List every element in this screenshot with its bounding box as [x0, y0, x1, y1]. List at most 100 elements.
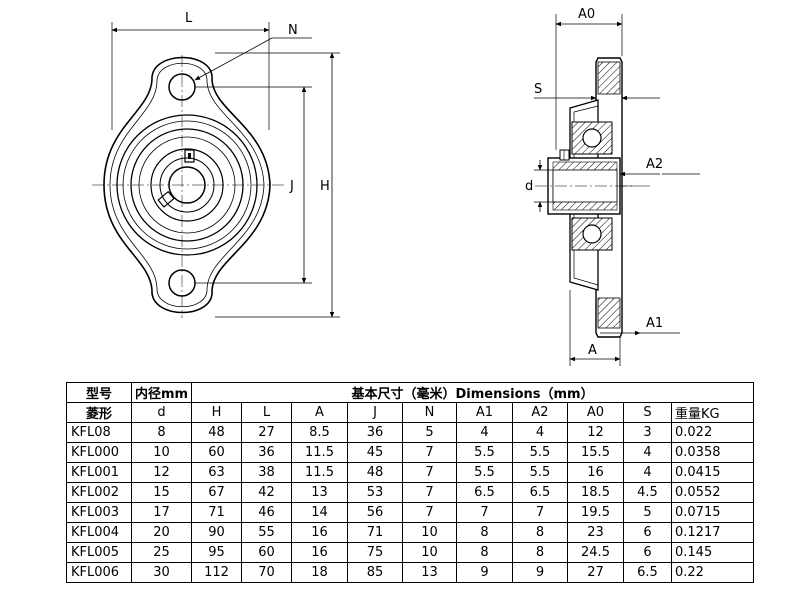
- table-row: KFL08 8 48 27 8.5 36 5 4 4 12 3 0.022: [66, 422, 755, 443]
- technical-drawing: L N J H: [92, 7, 700, 366]
- table-cell: 0.22: [670, 562, 755, 583]
- dim-label-H: H: [320, 179, 330, 194]
- dim-label-A: A: [588, 343, 597, 358]
- table-cell: 30: [131, 562, 192, 583]
- table-cell: 8: [131, 422, 192, 443]
- table-cell: KFL000: [66, 442, 132, 463]
- table-cell: 12: [567, 422, 624, 443]
- table-cell: 13: [402, 562, 457, 583]
- table-cell: 4.5: [623, 482, 672, 503]
- flange-inner-outline: [109, 63, 265, 307]
- header-cell: J: [347, 402, 403, 423]
- table-cell: 15.5: [567, 442, 624, 463]
- table-cell: 10: [402, 522, 457, 543]
- table-cell: 55: [241, 522, 292, 543]
- table-cell: 25: [131, 542, 192, 563]
- table-cell: 12: [131, 462, 192, 483]
- table-cell: 7: [512, 502, 568, 523]
- dim-label-N: N: [288, 23, 298, 38]
- table-cell: 8: [456, 522, 513, 543]
- table-cell: 36: [347, 422, 403, 443]
- table-row: KFL000 10 60 36 11.5 45 7 5.5 5.5 15.5 4…: [66, 442, 755, 463]
- table-cell: 7: [402, 502, 457, 523]
- dim-label-A0: A0: [578, 7, 595, 22]
- table-cell: 60: [191, 442, 242, 463]
- table-cell: 7: [402, 442, 457, 463]
- table-cell: 18.5: [567, 482, 624, 503]
- table-cell: 19.5: [567, 502, 624, 523]
- dim-label-d: d: [525, 179, 533, 194]
- table-cell: 6.5: [512, 482, 568, 503]
- table-cell: 10: [131, 442, 192, 463]
- table-cell: 67: [191, 482, 242, 503]
- header-cell: N: [402, 402, 457, 423]
- table-cell: 48: [347, 462, 403, 483]
- table-row: KFL004 20 90 55 16 71 10 8 8 23 6 0.1217: [66, 522, 755, 543]
- front-view: [92, 22, 340, 318]
- table-cell: 4: [623, 462, 672, 483]
- table-cell: 5: [623, 502, 672, 523]
- table-cell: 17: [131, 502, 192, 523]
- table-cell: 48: [191, 422, 242, 443]
- table-cell: 85: [347, 562, 403, 583]
- dim-label-J: J: [289, 179, 294, 194]
- table-cell: 53: [347, 482, 403, 503]
- table-cell: 11.5: [291, 462, 348, 483]
- table-cell: 14: [291, 502, 348, 523]
- table-cell: 0.145: [670, 542, 755, 563]
- table-cell: 38: [241, 462, 292, 483]
- header-cell: L: [241, 402, 292, 423]
- dim-label-A2: A2: [646, 157, 663, 172]
- table-cell: 0.0715: [670, 502, 755, 523]
- header-cell: 重量KG: [670, 402, 755, 423]
- table-cell: 0.0552: [670, 482, 755, 503]
- table-cell: 8: [512, 522, 568, 543]
- table-cell: 9: [512, 562, 568, 583]
- table-cell: 56: [347, 502, 403, 523]
- table-cell: 0.0358: [670, 442, 755, 463]
- table-cell: KFL003: [66, 502, 132, 523]
- table-cell: 23: [567, 522, 624, 543]
- table-cell: 90: [191, 522, 242, 543]
- table-row: KFL006 30 112 70 18 85 13 9 9 27 6.5 0.2…: [66, 562, 755, 583]
- table-cell: 75: [347, 542, 403, 563]
- table-cell: 70: [241, 562, 292, 583]
- dim-label-L: L: [185, 11, 193, 26]
- table-cell: 11.5: [291, 442, 348, 463]
- flange-outline: [103, 56, 271, 314]
- dimensions-table: 型号 内径mm 基本尺寸（毫米）Dimensions（mm） 菱形 d H L …: [66, 382, 755, 583]
- header-cell: A: [291, 402, 348, 423]
- table-cell: 8: [512, 542, 568, 563]
- table-cell: 71: [347, 522, 403, 543]
- table-cell: 4: [512, 422, 568, 443]
- header-cell: A1: [456, 402, 513, 423]
- table-cell: 3: [623, 422, 672, 443]
- header-cell: 菱形: [66, 402, 132, 423]
- table-cell: 13: [291, 482, 348, 503]
- header-model: 型号: [66, 382, 132, 403]
- table-cell: 112: [191, 562, 242, 583]
- table-cell: 7: [456, 502, 513, 523]
- table-cell: KFL004: [66, 522, 132, 543]
- table-cell: 15: [131, 482, 192, 503]
- table-cell: 7: [402, 482, 457, 503]
- table-cell: KFL005: [66, 542, 132, 563]
- table-cell: 6: [623, 542, 672, 563]
- table-cell: 16: [291, 522, 348, 543]
- header-dimensions: 基本尺寸（毫米）Dimensions（mm）: [190, 382, 755, 403]
- table-cell: 8: [456, 542, 513, 563]
- table-cell: 5.5: [512, 462, 568, 483]
- dim-label-A1: A1: [646, 316, 663, 331]
- table-header-row-1: 型号 内径mm 基本尺寸（毫米）Dimensions（mm）: [66, 382, 755, 403]
- table-cell: 0.022: [670, 422, 755, 443]
- table-cell: 4: [623, 442, 672, 463]
- header-inner-diameter: 内径mm: [131, 382, 192, 403]
- table-cell: 5.5: [512, 442, 568, 463]
- table-cell: 20: [131, 522, 192, 543]
- table-cell: 46: [241, 502, 292, 523]
- table-cell: 95: [191, 542, 242, 563]
- table-cell: 60: [241, 542, 292, 563]
- table-cell: 36: [241, 442, 292, 463]
- table-cell: 10: [402, 542, 457, 563]
- table-cell: 42: [241, 482, 292, 503]
